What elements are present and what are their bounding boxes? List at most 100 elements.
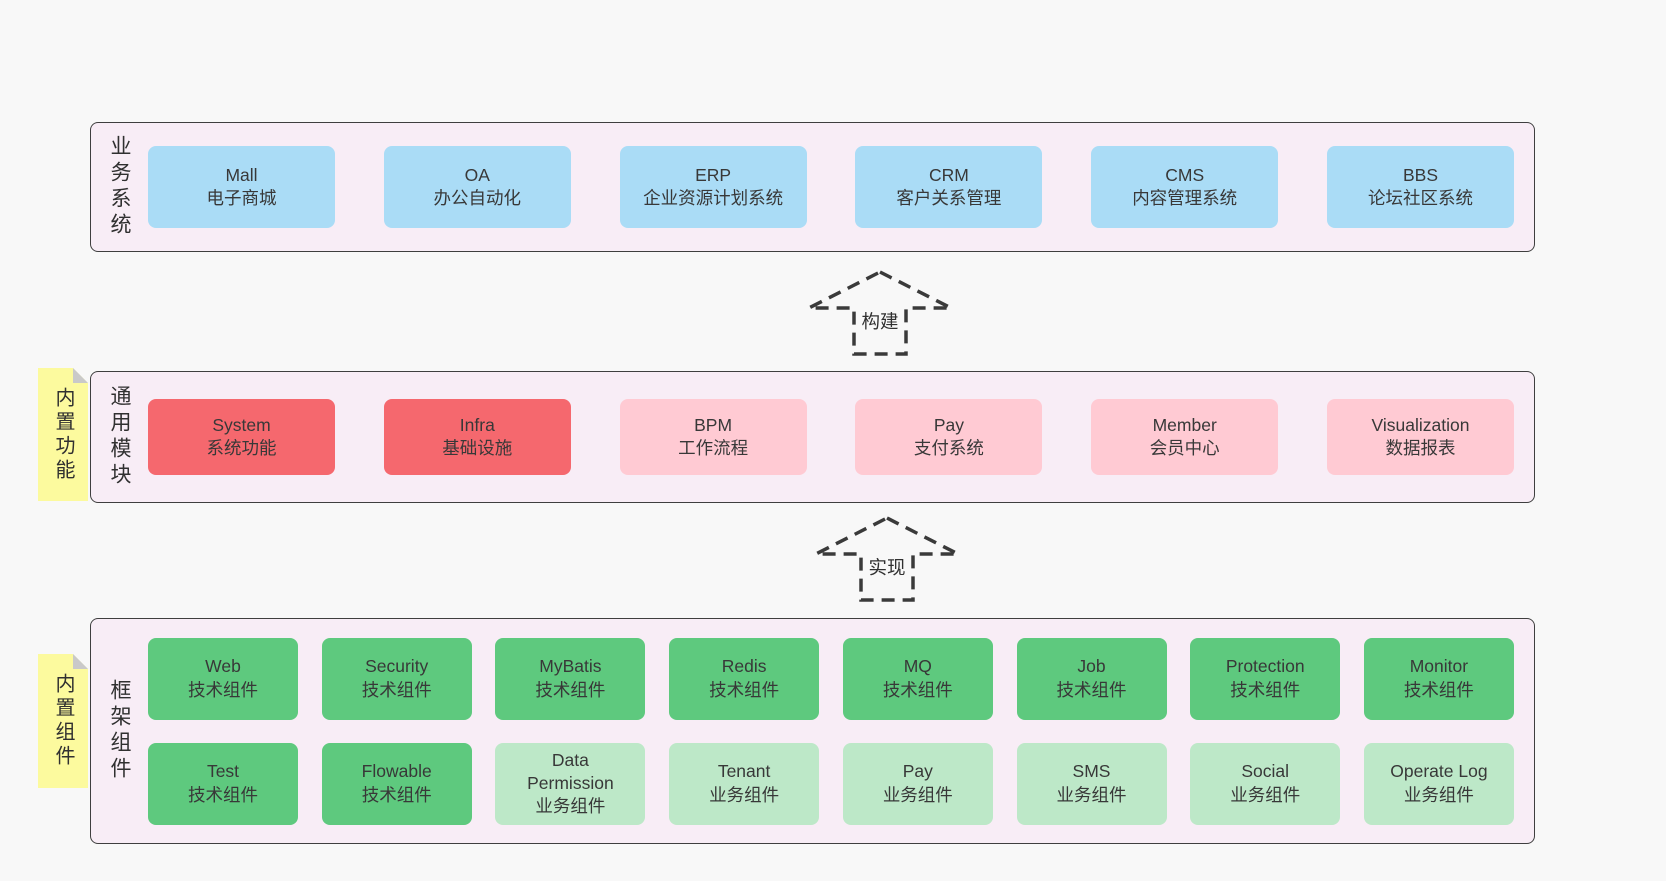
box-title: Social — [1241, 761, 1290, 782]
arrow-build: 构建 — [805, 270, 955, 356]
layer-label-zone: 通用模块 — [91, 372, 148, 502]
box-sms: SMS 业务组件 — [1016, 742, 1167, 825]
box-visualization: Visualization 数据报表 — [1326, 399, 1514, 475]
box-subtitle: 业务组件 — [1403, 784, 1474, 805]
layer-business-content: Mall 电子商城 OA 办公自动化 ERP 企业资源计划系统 CRM 客户关系… — [148, 123, 1534, 251]
box-subtitle: 技术组件 — [1403, 679, 1474, 700]
box-title: Flowable — [361, 761, 432, 782]
box-title: Job — [1077, 656, 1106, 677]
sticky-note-builtin-components: 内置组件 — [38, 654, 88, 788]
box-subtitle: 技术组件 — [361, 784, 432, 805]
layer-label-zone: 业务系统 — [91, 123, 148, 251]
box-member: Member 会员中心 — [1091, 399, 1279, 475]
box-social: Social 业务组件 — [1190, 742, 1341, 825]
box-subtitle: 业务组件 — [1230, 784, 1301, 805]
box-mq: MQ 技术组件 — [842, 637, 993, 720]
box-mybatis: MyBatis 技术组件 — [495, 637, 646, 720]
box-title: BBS — [1402, 164, 1438, 185]
box-system: System 系统功能 — [148, 399, 335, 475]
box-title: System — [212, 414, 271, 435]
box-subtitle: 业务组件 — [535, 796, 606, 817]
box-title: MyBatis — [539, 656, 602, 677]
layer-framework-components: 框架组件 Web 技术组件 Security 技术组件 MyBatis 技术组件… — [90, 618, 1535, 844]
box-subtitle: 业务组件 — [709, 784, 780, 805]
box-security: Security 技术组件 — [321, 637, 472, 720]
box-subtitle: 企业资源计划系统 — [643, 188, 784, 208]
box-subtitle: 工作流程 — [678, 438, 749, 458]
box-title: Test — [206, 761, 240, 782]
box-subtitle: 系统功能 — [206, 438, 277, 458]
box-pay-system: Pay 支付系统 — [855, 399, 1043, 475]
box-subtitle: 技术组件 — [1230, 679, 1301, 700]
box-subtitle: 业务组件 — [1056, 784, 1127, 805]
sticky-builtin-features-label: 内置功能 — [52, 386, 74, 483]
box-infra: Infra 基础设施 — [383, 399, 571, 475]
box-subtitle: 技术组件 — [1056, 679, 1127, 700]
layer-framework-content: Web 技术组件 Security 技术组件 MyBatis 技术组件 Redi… — [148, 619, 1534, 843]
box-job: Job 技术组件 — [1016, 637, 1167, 720]
box-subtitle: 会员中心 — [1149, 438, 1220, 458]
box-title: Member — [1152, 414, 1217, 435]
box-title: Data Permission — [527, 749, 614, 793]
sticky-builtin-components-label: 内置组件 — [52, 673, 74, 769]
box-subtitle: 业务组件 — [882, 784, 953, 805]
box-title: Monitor — [1409, 656, 1469, 677]
box-title: Operate Log — [1390, 761, 1488, 782]
sticky-paper — [38, 368, 88, 501]
box-title: ERP — [695, 164, 732, 185]
box-title: Infra — [459, 414, 495, 435]
arrow-build-label: 构建 — [858, 308, 902, 334]
box-title: Pay — [933, 414, 964, 435]
box-subtitle: 技术组件 — [709, 679, 780, 700]
arrow-implement: 实现 — [812, 516, 962, 602]
box-crm: CRM 客户关系管理 — [855, 146, 1043, 228]
box-subtitle: 客户关系管理 — [896, 188, 1002, 208]
box-test: Test 技术组件 — [148, 742, 298, 825]
box-title: Visualization — [1371, 414, 1470, 435]
box-bbs: BBS 论坛社区系统 — [1326, 146, 1514, 228]
sticky-note-builtin-features: 内置功能 — [38, 368, 88, 501]
box-subtitle: 支付系统 — [913, 438, 984, 458]
box-subtitle: 数据报表 — [1385, 438, 1456, 458]
box-title: MQ — [903, 656, 932, 677]
layer-framework-label: 框架组件 — [108, 679, 131, 783]
sticky-label-zone: 内置功能 — [38, 368, 88, 501]
box-subtitle: 技术组件 — [188, 679, 258, 700]
box-title: Pay — [902, 761, 933, 782]
sticky-paper — [38, 654, 88, 788]
box-cms: CMS 内容管理系统 — [1091, 146, 1279, 228]
up-arrow-icon — [815, 516, 959, 602]
box-pay-component: Pay 业务组件 — [842, 742, 993, 825]
box-title: CMS — [1165, 164, 1205, 185]
box-web: Web 技术组件 — [148, 637, 298, 720]
box-subtitle: 办公自动化 — [433, 188, 522, 208]
box-flowable: Flowable 技术组件 — [321, 742, 472, 825]
box-oa: OA 办公自动化 — [383, 146, 571, 228]
box-title: Security — [365, 656, 429, 677]
box-data-permission: Data Permission 业务组件 — [495, 742, 646, 825]
layer-business-systems: 业务系统 Mall 电子商城 OA 办公自动化 ERP 企业资源计划系统 CRM… — [90, 122, 1535, 252]
box-title: Web — [205, 656, 241, 677]
box-protection: Protection 技术组件 — [1190, 637, 1341, 720]
box-subtitle: 技术组件 — [361, 679, 432, 700]
box-tenant: Tenant 业务组件 — [669, 742, 820, 825]
box-title: OA — [464, 164, 490, 185]
layer-label-zone: 框架组件 — [91, 619, 148, 843]
layer-business-label: 业务系统 — [108, 135, 131, 239]
box-operate-log: Operate Log 业务组件 — [1363, 742, 1514, 825]
arrow-implement-label: 实现 — [865, 554, 909, 580]
box-subtitle: 论坛社区系统 — [1367, 188, 1473, 208]
box-title: SMS — [1072, 761, 1111, 782]
layer-modules-label: 通用模块 — [108, 385, 131, 489]
layer-modules-content: System 系统功能 Infra 基础设施 BPM 工作流程 Pay 支付系统… — [148, 372, 1534, 502]
box-subtitle: 技术组件 — [535, 679, 606, 700]
box-mall: Mall 电子商城 — [148, 146, 335, 228]
layer-common-modules: 通用模块 System 系统功能 Infra 基础设施 BPM 工作流程 Pay… — [90, 371, 1535, 503]
box-monitor: Monitor 技术组件 — [1363, 637, 1514, 720]
box-redis: Redis 技术组件 — [669, 637, 820, 720]
box-title: Redis — [721, 656, 767, 677]
box-subtitle: 技术组件 — [882, 679, 953, 700]
box-title: Mall — [225, 164, 258, 185]
box-bpm: BPM 工作流程 — [619, 399, 807, 475]
up-arrow-icon — [808, 270, 952, 356]
